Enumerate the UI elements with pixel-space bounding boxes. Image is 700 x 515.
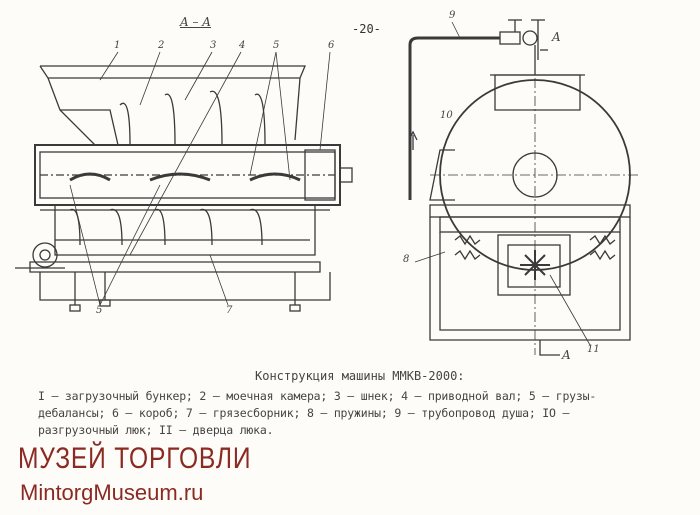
callout-6: 6 — [328, 40, 335, 51]
caption-title: Конструкция машины ММКВ-2000: — [255, 369, 465, 383]
section-mark-a-bottom: A — [562, 348, 571, 362]
callout-5-bottom: 5 — [96, 305, 103, 316]
callout-2: 2 — [158, 40, 165, 51]
caption-legend: I – загрузочный бункер; 2 – моечная каме… — [38, 389, 597, 437]
callout-11: 11 — [587, 344, 600, 355]
machine-drawing — [15, 19, 640, 356]
callout-4: 4 — [239, 40, 246, 51]
section-label: A – A — [180, 15, 211, 29]
callout-7: 7 — [226, 305, 233, 316]
auger-flights — [69, 90, 266, 246]
leader-lines — [69, 21, 591, 346]
callout-10: 10 — [440, 110, 453, 121]
section-mark-a-top: A — [552, 30, 561, 44]
watermark-title: МУЗЕЙ ТОРГОВЛИ — [18, 442, 252, 475]
front-view — [408, 19, 640, 356]
callout-9: 9 — [449, 10, 456, 21]
side-section-view — [15, 65, 353, 312]
callout-1: 1 — [114, 40, 121, 51]
callout-8: 8 — [403, 254, 410, 265]
callout-5: 5 — [273, 40, 280, 51]
page-number: -20- — [352, 22, 381, 36]
watermark-url: MintorgMuseum.ru — [20, 480, 204, 505]
callout-3: 3 — [210, 40, 217, 51]
